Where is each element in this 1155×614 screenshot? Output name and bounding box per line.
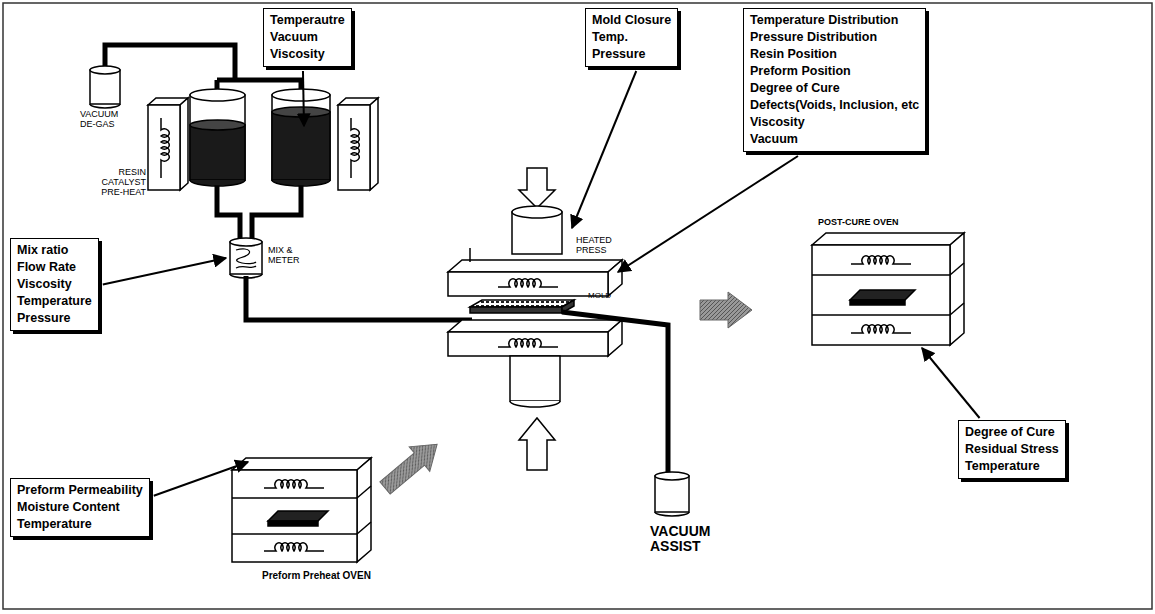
supply-pipes — [105, 45, 472, 320]
component-label: MOLD — [588, 292, 628, 301]
leader-arrow — [618, 156, 798, 272]
parameter-box: Mold ClosureTemp.Pressure — [585, 8, 678, 67]
parameter-item: Defects(Voids, Inclusion, etc — [750, 97, 919, 114]
parameter-item: Temperautre — [270, 12, 345, 29]
preheaters — [148, 98, 378, 190]
leader-arrow — [154, 462, 248, 496]
vacuum-line — [562, 312, 668, 472]
parameter-item: Viscosity — [750, 114, 919, 131]
leader-arrow — [572, 71, 636, 228]
parameter-box: TemperautreVacuumViscosity — [263, 8, 352, 67]
component-label: POST-CURE OVEN — [818, 218, 928, 228]
parameter-item: Mix ratio — [17, 242, 92, 259]
component-label: HEATED PRESS — [576, 236, 626, 256]
parameter-item: Degree of Cure — [965, 424, 1059, 441]
parameter-item: Pressure — [592, 46, 671, 63]
parameter-item: Mold Closure — [592, 12, 671, 29]
parameter-box: Degree of CureResidual StressTemperature — [958, 420, 1066, 479]
parameter-item: Preform Permeability — [17, 482, 143, 499]
component-label: MIX & METER — [268, 246, 308, 266]
resin-tanks — [190, 89, 330, 186]
parameter-item: Pressure Distribution — [750, 29, 919, 46]
oven-coil — [851, 256, 911, 264]
oven-coil — [851, 325, 911, 333]
parameter-item: Temperature — [17, 516, 143, 533]
heated-press — [448, 168, 622, 470]
parameter-box: Mix ratioFlow RateViscosityTemperaturePr… — [10, 238, 99, 331]
component-label: VACUUM ASSIST — [650, 524, 740, 555]
component-label: VACUUM DE-GAS — [80, 110, 134, 130]
press-coil — [498, 279, 558, 287]
parameter-item: Residual Stress — [965, 441, 1059, 458]
leader-arrow — [103, 258, 226, 285]
parameter-item: Viscosity — [270, 46, 345, 63]
press-coil — [498, 339, 558, 347]
parameter-item: Moisture Content — [17, 499, 143, 516]
vacuum-canister — [655, 472, 689, 516]
leader-arrow — [922, 348, 980, 418]
parameter-item: Viscosity — [17, 276, 92, 293]
parameter-item: Vacuum — [270, 29, 345, 46]
parameter-item: Flow Rate — [17, 259, 92, 276]
flow-arrow — [375, 432, 448, 500]
mix-meter — [230, 238, 262, 278]
postcure-oven — [812, 233, 964, 345]
parameter-item: Temperature — [17, 293, 92, 310]
parameter-box: Preform PermeabilityMoisture ContentTemp… — [10, 478, 150, 537]
heater-coil — [351, 118, 359, 178]
parameter-item: Temperature Distribution — [750, 12, 919, 29]
component-label: RESIN CATALYST PRE-HEAT — [92, 168, 146, 198]
parameter-item: Temperature — [965, 458, 1059, 475]
oven-coil — [264, 543, 324, 551]
degas-cylinder — [90, 66, 120, 108]
parameter-item: Degree of Cure — [750, 80, 919, 97]
component-label: Preform Preheat OVEN — [262, 570, 412, 581]
parameter-item: Preform Position — [750, 63, 919, 80]
leader-arrow — [303, 71, 304, 126]
flow-arrow — [700, 292, 752, 328]
parameter-item: Temp. — [592, 29, 671, 46]
parameter-box: Temperature DistributionPressure Distrib… — [743, 8, 926, 152]
parameter-item: Pressure — [17, 310, 92, 327]
frame — [3, 3, 1152, 609]
parameter-item: Vacuum — [750, 131, 919, 148]
heater-coil — [161, 118, 169, 178]
parameter-item: Resin Position — [750, 46, 919, 63]
preform-oven — [232, 458, 371, 562]
oven-coil — [264, 480, 324, 488]
